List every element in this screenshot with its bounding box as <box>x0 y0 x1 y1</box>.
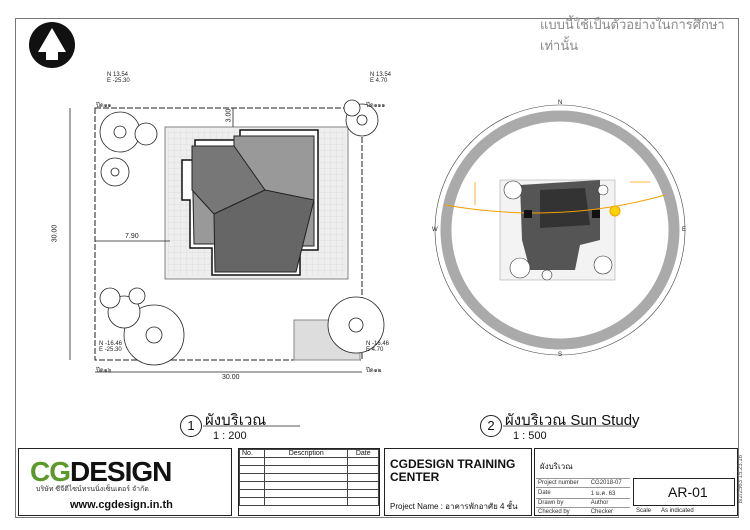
compass-s: S <box>558 352 563 358</box>
sheet-number-box <box>633 478 735 506</box>
view-scale-1: 1 : 200 <box>213 430 247 442</box>
dim-height: 30.00 <box>51 224 59 243</box>
sun-study-diagram <box>434 104 686 356</box>
view-number-2: 2 <box>480 415 502 437</box>
north-arrow-icon <box>29 22 75 68</box>
compass-n: N <box>558 100 563 106</box>
dim-width: 30.00 <box>222 374 240 381</box>
point-br: ป๊ด๑๒ <box>366 368 382 374</box>
compass-w: W <box>432 227 438 233</box>
project-title: CGDESIGN TRAINING CENTER <box>390 457 516 484</box>
project-panel <box>384 448 532 516</box>
sheet-name: ผังบริเวณ <box>540 462 573 471</box>
sheet-number: AR-01 <box>668 484 708 500</box>
company-url: www.cgdesign.in.th <box>70 499 173 511</box>
view-title-2: ผังบริเวณ Sun Study <box>505 412 640 429</box>
rev-col-date: Date <box>347 449 379 458</box>
tree-icons <box>99 99 385 366</box>
point-tl: ป๊ด๑๑ <box>96 103 112 109</box>
scale-value: Scale As indicated <box>636 508 694 514</box>
project-name: Project Name : อาคารพักอาศัย 4 ชั้น <box>390 502 518 511</box>
site-plan-1 <box>69 107 363 373</box>
watermark-text: แบบนี้ใช้เป็นตัวอย่างในการศึกษาเท่านั้น <box>540 17 725 53</box>
view-scale-2: 1 : 500 <box>513 430 547 442</box>
view-title-1: ผังบริเวณ <box>205 412 267 429</box>
logo-panel <box>18 448 232 516</box>
rev-col-desc: Description <box>264 449 349 458</box>
company-logo: CGDESIGN <box>30 456 172 487</box>
print-date: 8/2/2563 15:23:16 <box>738 455 744 504</box>
view-number-1: 1 <box>180 415 202 437</box>
point-tr: ป๊ด๑๑๑ <box>366 103 386 109</box>
dim-setback-left: 7.90 <box>125 233 139 240</box>
dim-setback-top: 3.00 <box>225 108 233 123</box>
point-bl: ป๊ด๑๖ <box>96 368 112 374</box>
company-subtitle: บริษัท ซีจีดีไซน์ทรนนิ่งเซ็นเตอร์ จำกัด <box>36 486 149 493</box>
sheet-border <box>15 18 739 518</box>
compass-e: E <box>682 227 687 233</box>
rev-col-no: No. <box>238 449 266 458</box>
